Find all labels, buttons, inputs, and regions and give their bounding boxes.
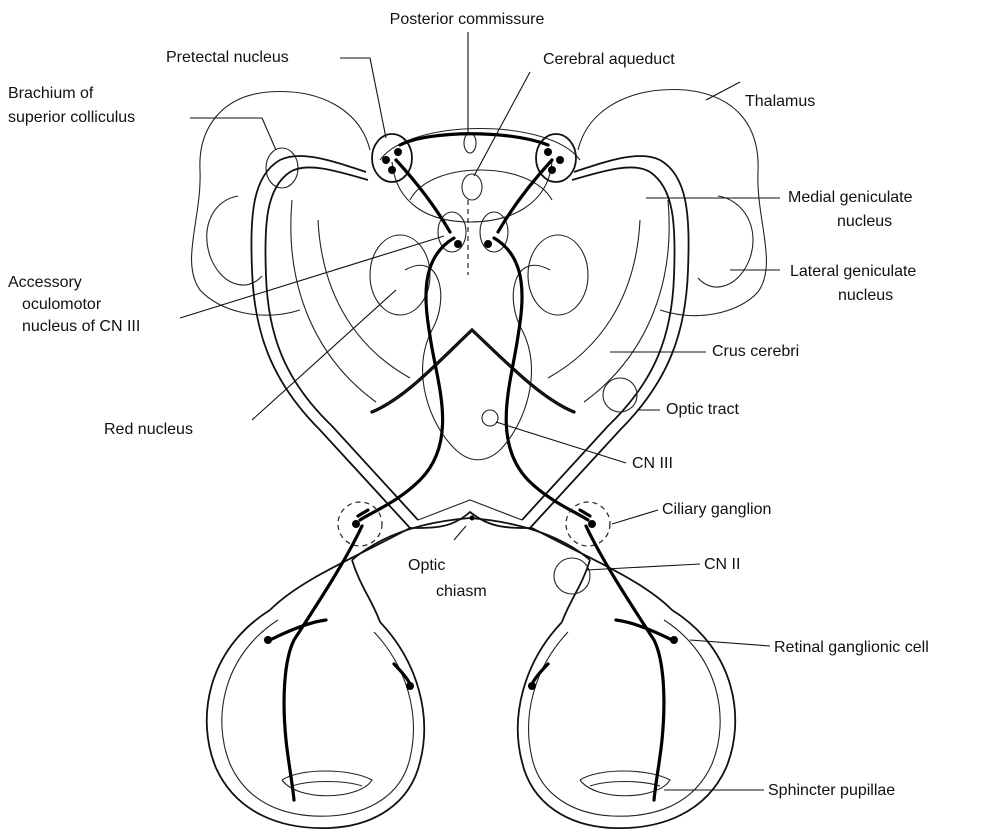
label-pretectal-nucleus: Pretectal nucleus (166, 49, 289, 66)
eye-right (518, 610, 735, 828)
label-cn-iii: CN III (632, 455, 673, 472)
retinal-fiber-left-b (394, 664, 410, 684)
label-cerebral-aqueduct: Cerebral aqueduct (543, 51, 675, 68)
optic-tract-marker (603, 378, 637, 412)
crus-cerebri-band (372, 330, 574, 412)
retinal-ganglionic-cell-right-b (528, 682, 536, 690)
label-red-nucleus: Red nucleus (104, 421, 193, 438)
red-nucleus-left (370, 235, 430, 315)
label-medial-geniculate-line2: nucleus (837, 213, 892, 230)
optic-nerve-right-inner (562, 560, 590, 622)
optic-tract-left-inner (265, 167, 418, 520)
label-brachium-line1: Brachium of (8, 85, 94, 102)
retinal-ganglionic-cell-right-a (670, 636, 678, 644)
label-ciliary-ganglion: Ciliary ganglion (662, 501, 771, 518)
label-retinal-ganglionic-cell: Retinal ganglionic cell (774, 639, 929, 656)
label-posterior-commissure: Posterior commissure (390, 11, 545, 28)
thalamus-left (192, 92, 370, 316)
posterior-commissure-shape (464, 133, 476, 153)
label-medial-geniculate-line1: Medial geniculate (788, 189, 913, 206)
label-optic-chiasm-line2: chiasm (436, 583, 487, 600)
label-accessory-line2: oculomotor (22, 296, 102, 313)
label-accessory-line3: nucleus of CN III (22, 318, 140, 335)
cn-iii-right-path (494, 238, 588, 520)
red-nucleus-right (528, 235, 588, 315)
label-brachium-line2: superior colliculus (8, 109, 135, 126)
thalamus-right (578, 90, 766, 316)
label-optic-tract: Optic tract (666, 401, 739, 418)
cn-iii-left-path (360, 238, 454, 520)
optic-nerve-left-inner (352, 560, 380, 622)
label-accessory-line1: Accessory (8, 274, 82, 291)
label-sphincter-pupillae: Sphincter pupillae (768, 782, 895, 799)
retinal-fiber-left-a (270, 620, 326, 640)
pretectal-to-oculomotor-right (498, 160, 552, 232)
label-optic-chiasm-line1: Optic (408, 557, 445, 574)
optic-tract-left-outer (251, 156, 410, 528)
retinal-ganglionic-cell-left-a (264, 636, 272, 644)
label-lateral-geniculate-line2: nucleus (838, 287, 893, 304)
label-cn-ii: CN II (704, 556, 740, 573)
retinal-ganglionic-cell-left-b (406, 682, 414, 690)
cerebral-aqueduct-shape (462, 174, 482, 200)
label-thalamus: Thalamus (745, 93, 815, 110)
lateral-geniculate-right (698, 196, 753, 287)
retinal-fiber-right-b (532, 664, 548, 684)
optic-chiasm-marker (470, 516, 475, 521)
label-lateral-geniculate-line1: Lateral geniculate (790, 263, 916, 280)
label-crus-cerebri: Crus cerebri (712, 343, 799, 360)
eye-left (207, 610, 424, 828)
optic-tract-right-outer (530, 156, 689, 528)
cn-iii-marker (482, 410, 498, 426)
